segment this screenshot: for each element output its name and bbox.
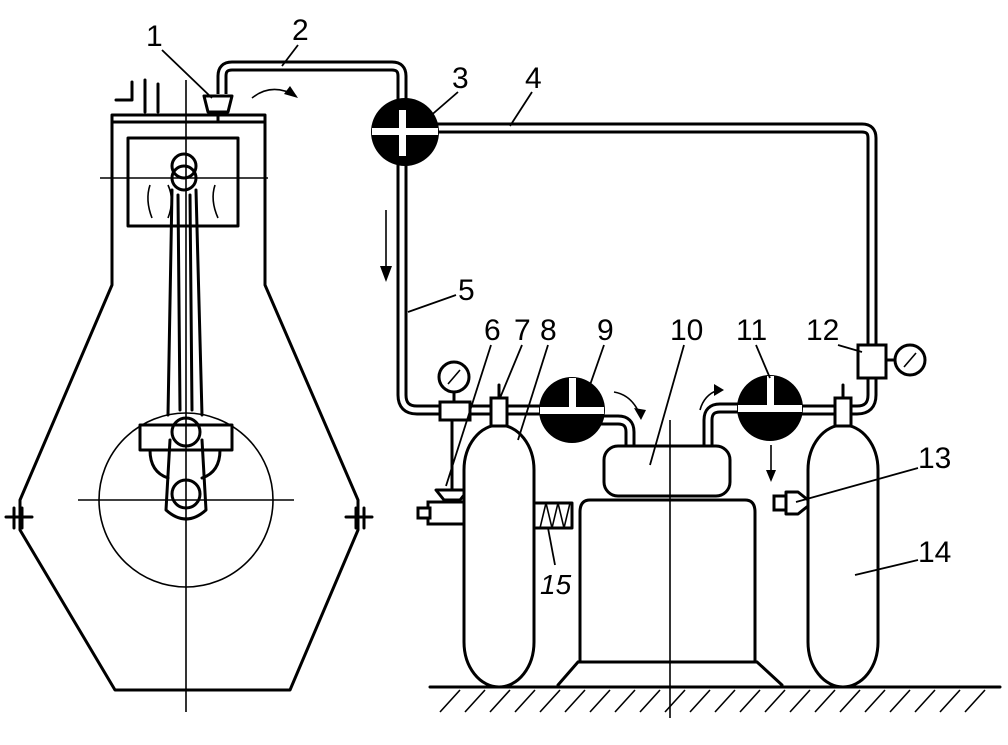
fitting-13 [784,490,810,516]
leader-lines [161,44,919,576]
label-2: 2 [292,14,309,47]
unit-10 [556,420,784,718]
label-11: 11 [736,314,767,347]
label-8: 8 [540,314,557,347]
label-13: 13 [918,442,951,475]
label-15: 15 [540,569,572,600]
valve-9 [539,377,605,443]
label-12: 12 [806,314,839,347]
label-3: 3 [452,62,469,95]
distributor-valve-3 [371,98,439,166]
pressure-gauge-12 [856,343,927,380]
connecting-rod [166,188,204,417]
label-6: 6 [484,314,501,347]
callout-labels: 1 2 3 4 5 6 7 8 9 10 11 12 13 14 15 [146,14,951,600]
air-tank-left [462,383,536,689]
piston [126,136,240,228]
label-7: 7 [514,314,531,347]
crankcase-outline [18,113,360,692]
label-1: 1 [146,20,163,53]
valve-11 [737,375,803,441]
label-4: 4 [525,62,542,95]
label-14: 14 [918,536,951,569]
label-5: 5 [458,274,475,307]
pipelines [216,60,878,448]
flow-arrows [251,86,776,482]
ground [428,685,1002,713]
pressure-gauge-6 [437,360,472,422]
drain-valve [416,418,470,526]
engine [4,78,374,712]
label-10: 10 [670,314,703,347]
spark-plug [114,78,160,114]
spring-15 [534,501,574,530]
check-valve-1 [202,94,234,114]
label-9: 9 [597,314,614,347]
